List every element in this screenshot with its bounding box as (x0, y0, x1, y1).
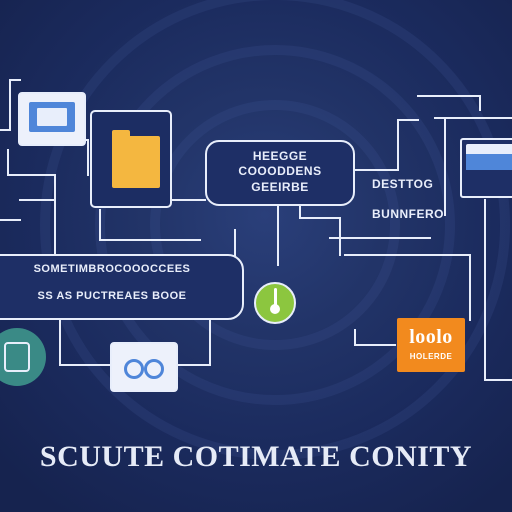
center-node-line3: GEEIRBE (251, 180, 309, 194)
network-icon (4, 342, 30, 372)
connector-line (99, 209, 201, 241)
connector-line (299, 204, 341, 256)
right-node-line2: BUNNFERO (372, 207, 444, 221)
connector-line (354, 119, 419, 171)
toggle-icon (124, 359, 144, 379)
connector-line (484, 199, 512, 381)
brand-logo: loolo HOLERDE (397, 318, 465, 372)
center-node (205, 140, 355, 206)
background-ring-inner (150, 100, 400, 350)
monitor-node-left (18, 92, 86, 146)
left-banner-line1: SOMETIMBROCOOOCCEES (33, 263, 191, 275)
monitor-icon (29, 102, 75, 132)
connector-line (7, 149, 56, 261)
logo-text: loolo (409, 326, 453, 348)
monitor-node-right (460, 138, 512, 198)
connector-line (354, 329, 396, 346)
left-banner-line2: SS AS PUCTREAES BOOE (37, 290, 187, 302)
monitor-icon (466, 144, 512, 170)
connector-line (344, 254, 471, 321)
left-banner (0, 254, 244, 320)
background-ring-outer (40, 0, 510, 460)
connector-line (417, 95, 481, 111)
connector-line (0, 79, 21, 131)
center-node-line2: COOODDENS (238, 164, 322, 178)
connector-line (59, 319, 111, 366)
folder-icon (112, 130, 160, 188)
toggle-node (110, 342, 178, 392)
settings-node (254, 282, 296, 324)
folder-node (90, 110, 172, 208)
gauge-icon (274, 288, 277, 308)
network-node (0, 328, 46, 386)
center-node-line1: HEEGGE (252, 149, 308, 163)
logo-subtext: HOLERDE (409, 352, 453, 361)
connector-line (177, 319, 211, 366)
right-node-line1: DESTTOG (372, 177, 434, 191)
footer-title: SCUUTE COTIMATE CONITY (39, 440, 473, 473)
